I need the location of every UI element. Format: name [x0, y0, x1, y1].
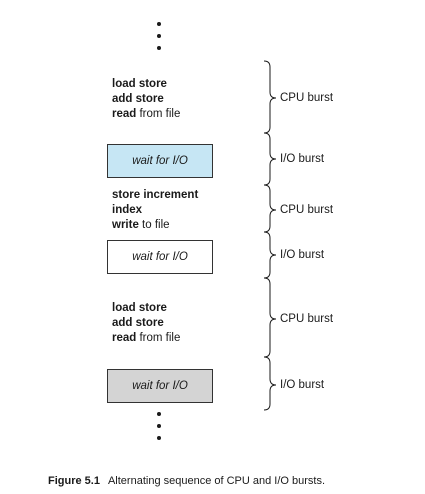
code-line: index	[112, 204, 143, 216]
io-burst-brace-1	[263, 132, 277, 186]
io-burst-label-1: I/O burst	[280, 153, 325, 165]
io-wait-text: wait for I/O	[132, 251, 188, 263]
code-line: load store	[112, 302, 167, 314]
cpu-burst-brace-3	[263, 277, 277, 358]
io-wait-box-1: wait for I/O	[107, 144, 213, 178]
ellipsis-bottom	[156, 412, 162, 440]
ellipsis-top	[156, 22, 162, 50]
code-line: read from file	[112, 108, 181, 120]
io-burst-brace-3	[263, 356, 277, 411]
cpu-burst-label-3: CPU burst	[280, 313, 334, 325]
cpu-burst-brace-1	[263, 60, 277, 134]
io-burst-label-2: I/O burst	[280, 249, 325, 261]
dot	[157, 22, 161, 26]
cpu-burst-label-2: CPU burst	[280, 204, 334, 216]
cpu-burst-brace-2	[263, 184, 277, 233]
io-burst-brace-2	[263, 231, 277, 279]
code-line: store increment	[112, 189, 199, 201]
io-wait-text: wait for I/O	[132, 155, 188, 167]
figure-number: Figure 5.1	[48, 475, 100, 487]
cpu-code-block-1: load store add store read from file	[112, 77, 180, 122]
code-line: load store	[112, 78, 167, 90]
io-wait-box-2: wait for I/O	[107, 240, 213, 274]
dot	[157, 412, 161, 416]
figure-caption-text: Alternating sequence of CPU and I/O burs…	[107, 475, 326, 487]
cpu-code-block-3: load store add store read from file	[112, 301, 180, 346]
dot	[157, 436, 161, 440]
dot	[157, 46, 161, 50]
cpu-burst-label-1: CPU burst	[280, 92, 334, 104]
code-line: add store	[112, 93, 164, 105]
cpu-code-block-2: store increment index write to file	[112, 188, 198, 233]
dot	[157, 34, 161, 38]
io-wait-box-3: wait for I/O	[107, 369, 213, 403]
figure-caption: Figure 5.1 Alternating sequence of CPU an…	[48, 475, 325, 487]
dot	[157, 424, 161, 428]
code-line: write to file	[112, 219, 170, 231]
code-line: read from file	[112, 332, 181, 344]
io-burst-label-3: I/O burst	[280, 379, 325, 391]
code-line: add store	[112, 317, 164, 329]
io-wait-text: wait for I/O	[132, 380, 188, 392]
